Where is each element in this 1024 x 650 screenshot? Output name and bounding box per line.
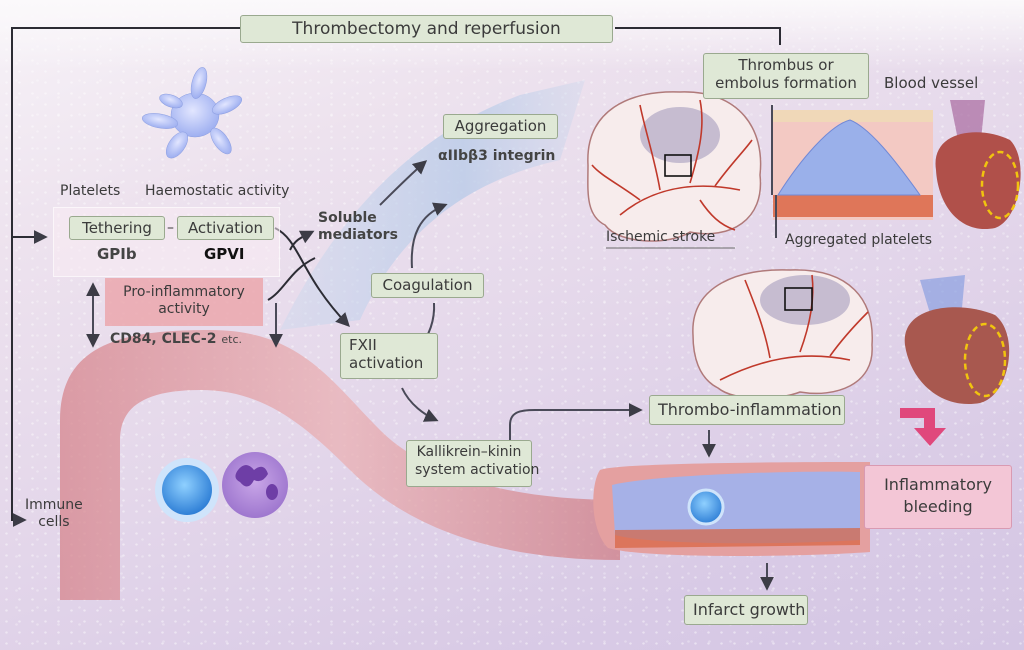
mediators-to-aggregation-arrow xyxy=(379,160,428,206)
bleeding-line2: bleeding xyxy=(903,497,973,516)
receptors-etc: etc. xyxy=(221,333,242,346)
coagulation-box: Coagulation xyxy=(371,273,484,298)
pro-inflammatory-panel xyxy=(105,278,263,326)
soluble-mediators-label: Soluble mediators xyxy=(318,210,398,244)
haemostatic-activity-label: Haemostatic activity xyxy=(145,183,290,199)
coagulation-to-aggregation-arrow xyxy=(410,202,448,269)
brain-illustration-stroke xyxy=(587,91,762,242)
aggregated-platelets-label: Aggregated platelets xyxy=(785,232,933,248)
platelet-illustration xyxy=(141,67,243,159)
heart-illustration-2 xyxy=(904,275,1010,405)
pro-inflammatory-line2: activity xyxy=(158,301,210,317)
activation-box: Activation xyxy=(177,216,274,240)
neutrophil-illustration xyxy=(222,452,288,518)
reperfusion-right-line xyxy=(615,27,781,45)
kallikrein-line2: system activation xyxy=(415,462,540,478)
brain-illustration-infarct xyxy=(692,269,873,399)
gpvi-label: GPVI xyxy=(204,245,245,263)
thrombus-line1: Thrombus or xyxy=(738,56,834,74)
fxii-line1: FXII xyxy=(349,336,377,354)
fxii-activation-box: FXII activation xyxy=(340,333,438,379)
gpib-label: GPIb xyxy=(97,245,137,263)
heart-illustration-1 xyxy=(935,100,1021,230)
immune-cells-label: Immune cells xyxy=(25,497,83,531)
blood-vessel-label: Blood vessel xyxy=(884,74,979,92)
aggregation-box: Aggregation xyxy=(443,114,558,139)
lymphocyte-illustration xyxy=(155,458,219,522)
proinflammatory-to-mediators-arrow xyxy=(267,257,316,301)
immune-cells-line1: Immune xyxy=(25,497,83,513)
platelets-label: Platelets xyxy=(60,183,121,199)
receptors-text: CD84, CLEC-2 xyxy=(110,331,217,347)
activation-to-fxii-arrow xyxy=(274,227,350,328)
thrombus-vessel-section xyxy=(773,110,933,220)
fxii-line2: activation xyxy=(349,354,424,372)
pro-inflammatory-line1: Pro-inflammatory xyxy=(123,284,245,300)
reperfusion-left-line xyxy=(11,27,240,527)
thrombo-inflammation-vessel xyxy=(593,462,870,556)
receptors-label: CD84, CLEC-2 etc. xyxy=(110,331,242,348)
kallikrein-kinin-box: Kallikrein–kinin system activation xyxy=(406,440,540,487)
inflammatory-bleeding-box: Inflammatory bleeding xyxy=(864,465,1012,529)
thrombus-line2: embolus formation xyxy=(715,74,857,92)
blood-vessel-large xyxy=(60,330,620,600)
soluble-mediators-line2: mediators xyxy=(318,227,398,243)
thrombo-inflammation-box: Thrombo-inflammation xyxy=(649,395,845,425)
integrin-label: αIIbβ3 integrin xyxy=(438,148,556,164)
bleeding-line1: Inflammatory xyxy=(884,475,992,494)
bleeding-arrow xyxy=(900,408,946,446)
tethering-box: Tethering xyxy=(69,216,165,240)
tethering-activation-dash: – xyxy=(167,220,174,236)
soluble-mediators-line1: Soluble xyxy=(318,210,377,226)
kallikrein-line1: Kallikrein–kinin xyxy=(416,444,522,460)
kallikrein-to-thrombo-arrow xyxy=(509,403,643,440)
ischemic-stroke-label: Ischemic stroke xyxy=(606,229,716,245)
infarct-growth-box: Infarct growth xyxy=(684,595,808,625)
immune-cells-line2: cells xyxy=(38,514,70,530)
thrombectomy-box: Thrombectomy and reperfusion xyxy=(240,15,613,43)
to-soluble-mediators-arrow xyxy=(289,230,315,251)
thrombus-formation-box: Thrombus or embolus formation xyxy=(703,53,869,99)
fxii-to-kallikrein-arrow xyxy=(401,387,439,422)
pro-inflammatory-label: Pro-inflammatory activity xyxy=(105,284,263,318)
